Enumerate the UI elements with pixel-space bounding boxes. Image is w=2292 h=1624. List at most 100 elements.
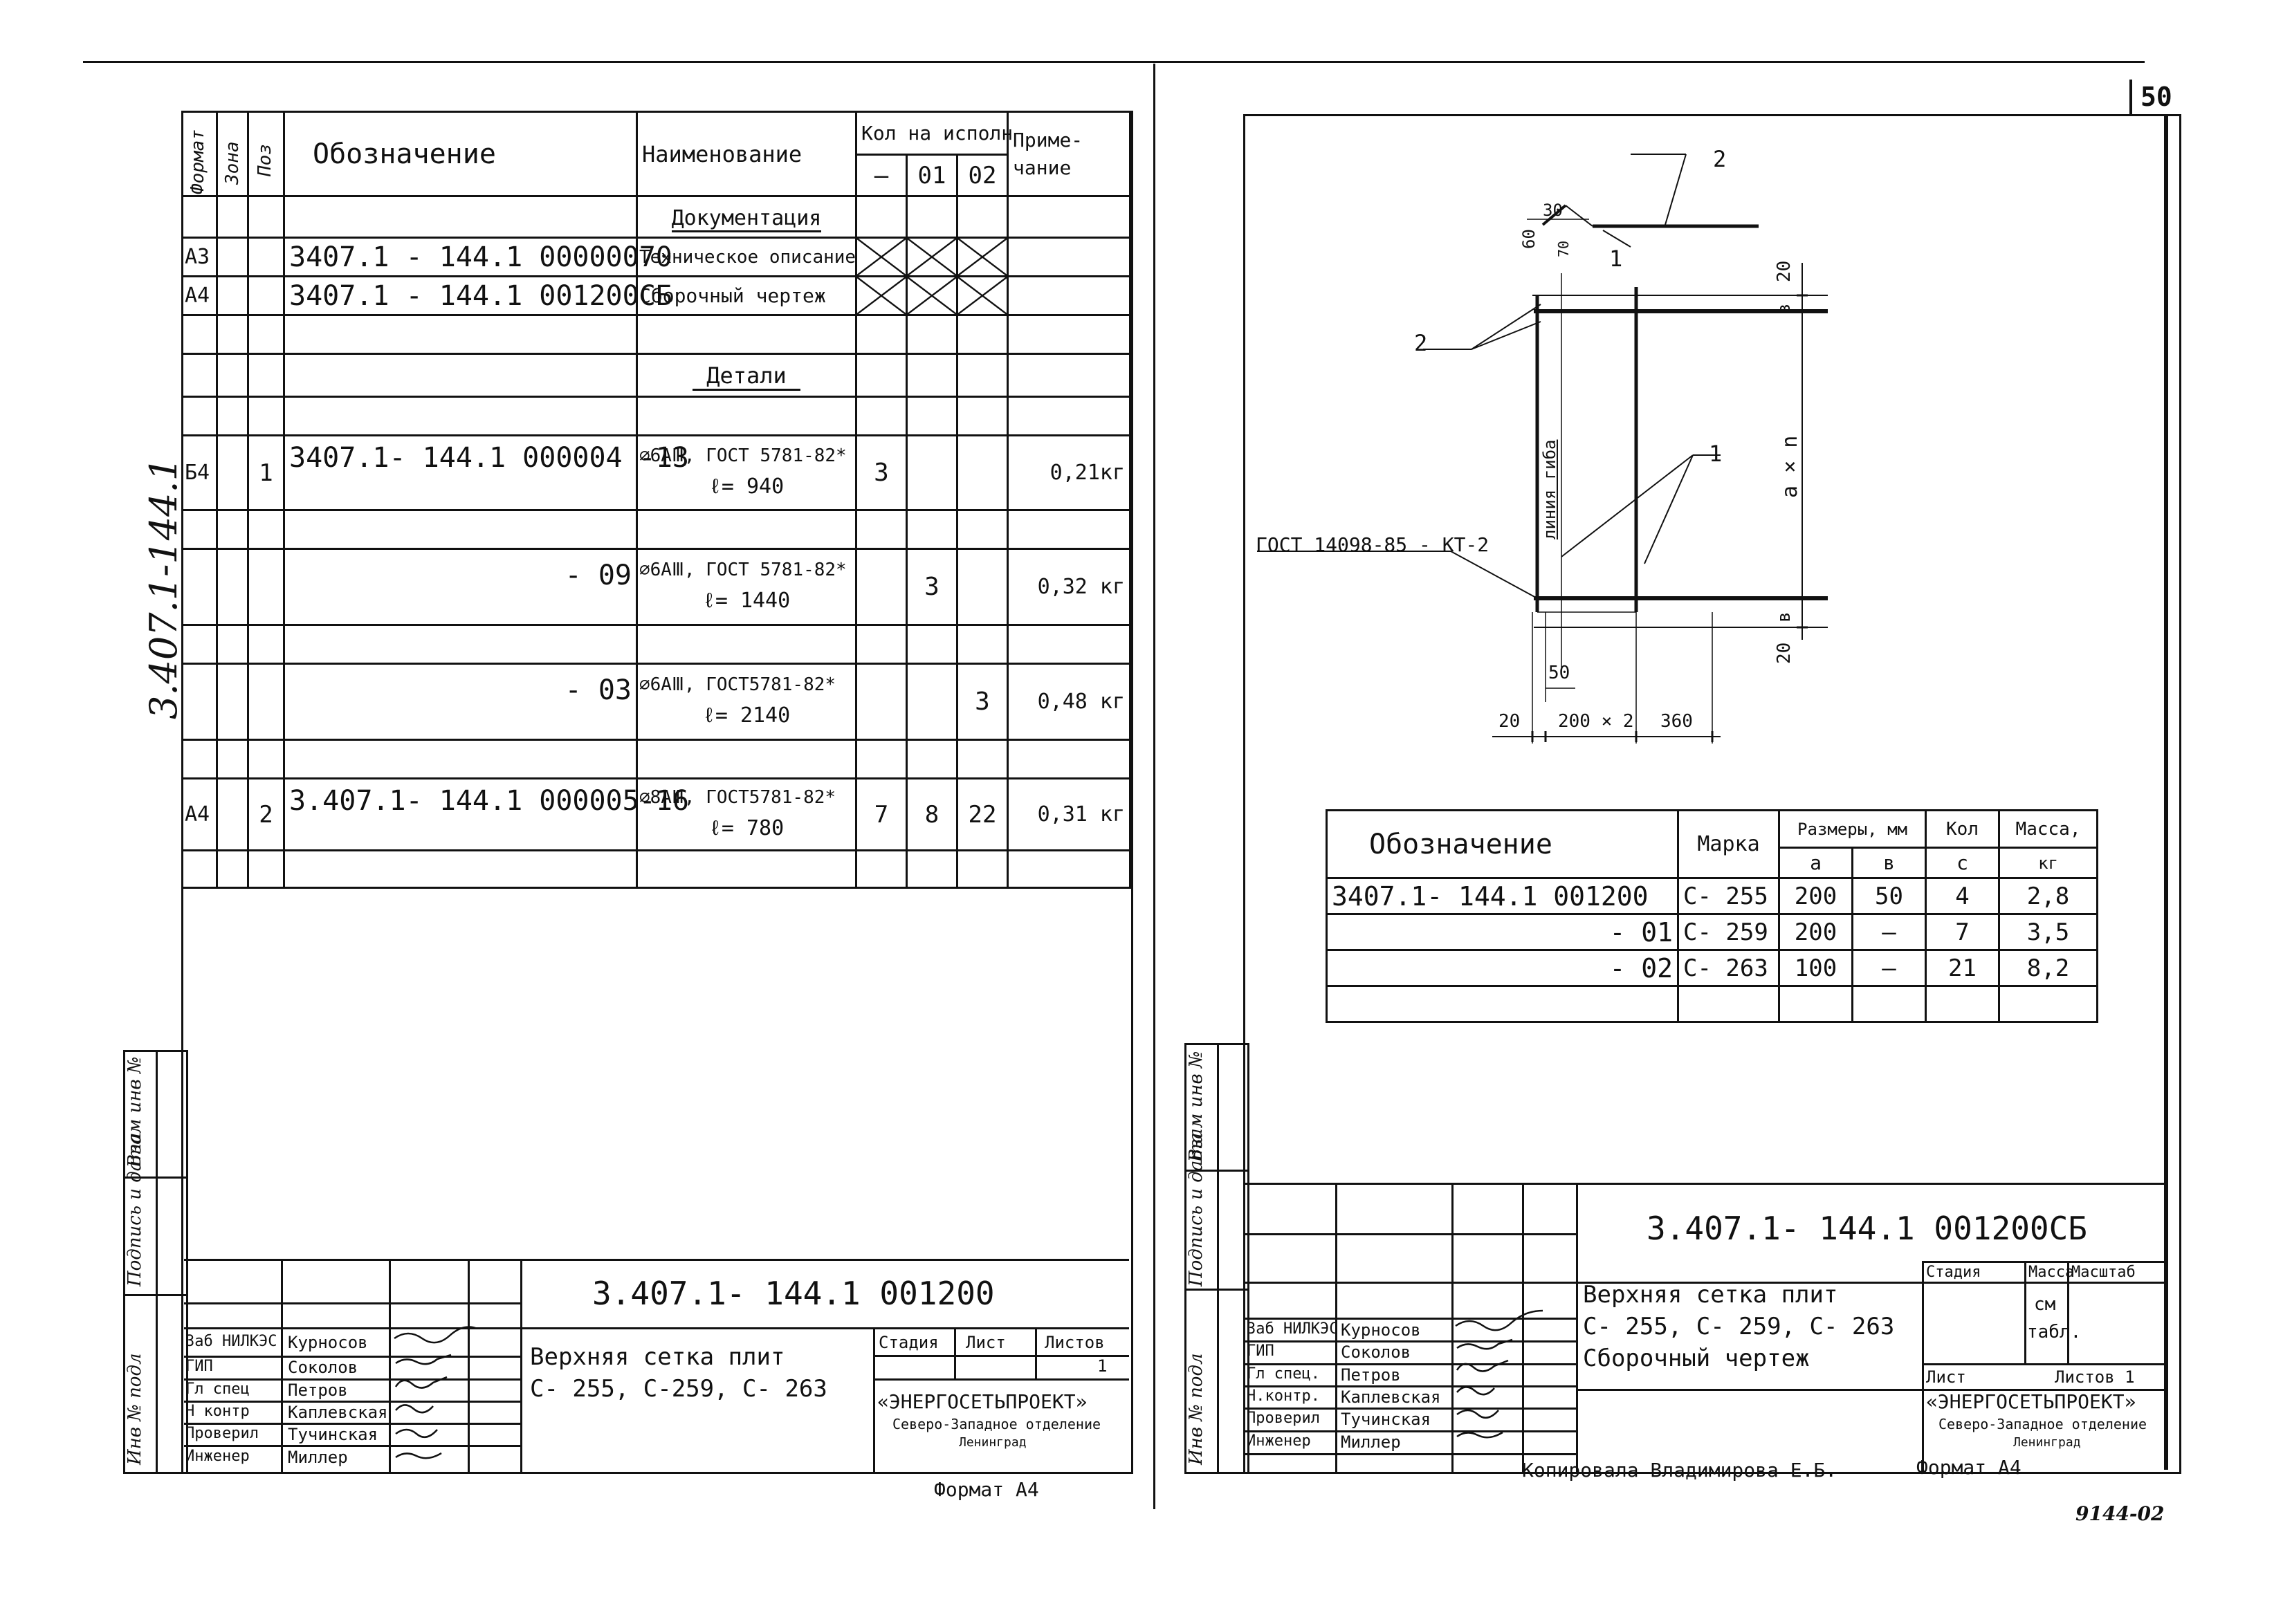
right-stamp-sheet: Лист — [1926, 1367, 1966, 1387]
left-person-1-name: Соколов — [288, 1358, 358, 1377]
right-label-sign-date: Подпись и дата — [1186, 1132, 1207, 1286]
drawing-dim-20-left: 20 — [1498, 711, 1521, 732]
right-stamp-org1: «ЭНЕРГОСЕТЬПРОЕКТ» — [1926, 1390, 2136, 1413]
table-row: 3407.1- 144.1 001200 С- 255 200 50 4 2,8 — [1326, 877, 2099, 915]
section-parts: Детали — [636, 353, 857, 398]
hdr-name: Наименование — [636, 111, 857, 197]
marks-table: Обозначение Марка Размеры, мм Кол Масса,… — [1326, 809, 2099, 1023]
doc2-q0-cross — [855, 275, 908, 316]
p1-name: ⌀6АⅢ, ГОСТ 5781-82*ℓ= 940 — [636, 434, 857, 511]
drawing-dim-a-n: а × n — [1778, 435, 1802, 498]
left-stamp-org2: Северо-Западное отделение — [892, 1416, 1101, 1432]
hdr-zone: Зона — [216, 111, 249, 197]
right-stamp-sheets: Листов 1 — [2055, 1367, 2135, 1387]
doc1-name: Техническое описание — [636, 237, 857, 277]
right-person-1-role: ГИП — [1247, 1342, 1274, 1360]
left-stamp-org1: «ЭНЕРГОСЕТЬПРОЕКТ» — [877, 1390, 1088, 1413]
drawing-label-2-top: 2 — [1713, 146, 1727, 172]
right-stamp-stage: Стадия — [1926, 1264, 1981, 1281]
left-stamp-sheets: Листов — [1045, 1333, 1105, 1352]
mesh-drawing — [1257, 154, 1828, 744]
drawing-dim-20-top: 20 — [1774, 260, 1795, 282]
right-stamp-mass: Масса — [2028, 1264, 2075, 1281]
right-side-strip — [1184, 1043, 1249, 1474]
drawing-dim-50: 50 — [1548, 663, 1570, 683]
right-person-5-role: Инженер — [1247, 1432, 1311, 1450]
left-stamp-title2: С- 255, С-259, С- 263 — [530, 1375, 827, 1403]
drawing-dim-70: 70 — [1555, 240, 1572, 257]
drawing-bend-line: линия гиба — [1540, 439, 1559, 540]
hdr-qty: Кол на исполн — [854, 111, 1013, 156]
p3-note: 0,48 кг — [1007, 663, 1132, 741]
drawing-dim-b-top: в — [1774, 303, 1795, 314]
p2-name: ⌀6АⅢ, ГОСТ 5781-82*ℓ= 1440 — [636, 548, 857, 626]
mt-h-a: а — [1778, 847, 1853, 879]
p1-note: 0,21кг — [1007, 434, 1132, 511]
hdr-note: Приме-чание — [1007, 111, 1132, 197]
left-person-2-role: Гл спец — [185, 1381, 250, 1398]
p2-note: 0,32 кг — [1007, 548, 1132, 626]
p4-q0: 7 — [855, 777, 908, 851]
bottom-ref: 9144-02 — [2075, 1502, 2165, 1525]
left-person-0-name: Курносов — [288, 1333, 368, 1352]
mt-h-qty: Кол — [1925, 809, 2001, 849]
left-stamp-code: 3.407.1- 144.1 001200 — [592, 1275, 995, 1312]
drawing-dim-200-2: 200 × 2 — [1558, 711, 1634, 732]
doc2-designation: 3407.1 - 144.1 001200СБ — [283, 275, 672, 316]
left-side-strip — [123, 1050, 188, 1474]
right-person-4-role: Проверил — [1247, 1410, 1320, 1427]
right-stamp: 3.407.1- 144.1 001200СБ Верхняя сетка пл… — [1245, 1183, 2168, 1472]
left-label-inv-orig: Инв № подл — [125, 1353, 145, 1466]
right-person-5-name: Миллер — [1341, 1432, 1401, 1452]
left-person-5-role: Инженер — [185, 1448, 250, 1465]
doc2-q02-cross — [955, 275, 1009, 316]
doc2-q01-cross — [906, 275, 958, 316]
p4-designation: 3.407.1- 144.1 000005-16 — [283, 777, 689, 851]
drawing-label-1-top: 1 — [1609, 246, 1623, 272]
right-stamp-code: 3.407.1- 144.1 001200СБ — [1647, 1210, 2087, 1247]
right-person-2-name: Петров — [1341, 1365, 1401, 1385]
doc1-q01-cross — [906, 237, 958, 277]
spec-table: Формат Зона Поз Обозначение Наименование… — [181, 111, 1132, 889]
section-documentation: Документация — [636, 195, 857, 239]
left-format: Формат А4 — [934, 1478, 1039, 1501]
right-signatures — [1455, 1309, 1543, 1439]
drawing-dim-30: 30 — [1543, 201, 1563, 220]
right-stamp-scale: Масштаб — [2071, 1264, 2136, 1281]
drawing-label-2-left: 2 — [1414, 330, 1428, 356]
drawing-dim-20-bot: 20 — [1774, 642, 1795, 664]
right-sheet — [1243, 114, 2181, 1474]
hdr-pos: Поз — [247, 111, 285, 197]
right-person-2-role: Гл спец. — [1247, 1365, 1320, 1383]
left-person-1-role: ГИП — [185, 1358, 213, 1375]
right-stamp-mass-val2: табл. — [2027, 1322, 2082, 1342]
right-stamp-title3: Сборочный чертеж — [1583, 1345, 1810, 1372]
drawing-gost-label: ГОСТ 14098-85 - КТ-2 — [1256, 533, 1489, 556]
left-person-0-role: Заб НИЛКЭС — [185, 1333, 277, 1350]
top-border — [83, 61, 2145, 63]
p1-designation: 3407.1- 144.1 000004 -13 — [283, 434, 689, 511]
left-stamp-sheet: Лист — [966, 1333, 1006, 1352]
p4-format: А4 — [181, 777, 218, 851]
p2-q01: 3 — [906, 548, 958, 626]
p1-format: Б4 — [181, 434, 218, 511]
right-stamp-title1: Верхняя сетка плит — [1583, 1281, 1838, 1309]
table-row: - 02 С- 263 100 — 21 8,2 — [1326, 949, 2099, 987]
left-signatures — [394, 1326, 478, 1459]
mt-h-b: в — [1851, 847, 1927, 879]
left-label-sign-date: Подпись и дата — [125, 1132, 145, 1286]
p4-pos: 2 — [247, 777, 285, 851]
center-divider — [1153, 64, 1155, 1509]
right-person-0-name: Курносов — [1341, 1320, 1421, 1340]
doc1-designation: 3407.1 - 144.1 00000070 — [283, 237, 672, 277]
right-person-1-name: Соколов — [1341, 1342, 1411, 1362]
left-person-3-role: Н контр — [185, 1403, 250, 1420]
left-person-3-name: Каплевская — [288, 1403, 388, 1422]
copied-by: Копировала Владимирова Е.Б. — [1522, 1459, 1837, 1482]
p4-q02: 22 — [955, 777, 1009, 851]
right-stamp-org3: Ленинград — [2013, 1435, 2081, 1450]
mt-h-sizes: Размеры, мм — [1777, 809, 1927, 849]
p4-q01: 8 — [906, 777, 958, 851]
left-stamp-sheets-val: 1 — [1097, 1356, 1108, 1376]
page-number-box: 50 — [2129, 80, 2175, 116]
